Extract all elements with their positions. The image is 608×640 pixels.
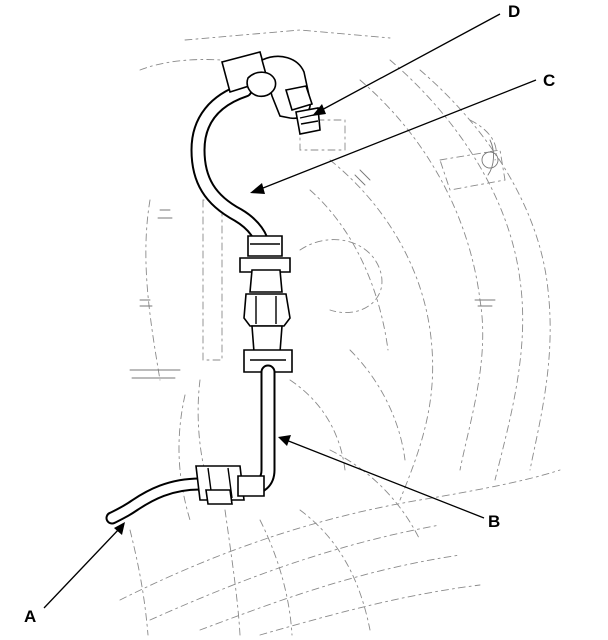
callout-label-d: D [508, 2, 520, 21]
callout-label-c: C [543, 71, 555, 90]
bottom-clamp [195, 465, 265, 505]
callout-label-a: A [24, 607, 36, 626]
engine-background-sketch [119, 29, 561, 636]
hose-a [105, 477, 207, 525]
leader-line-a [43, 522, 125, 609]
leader-line-b [278, 435, 485, 519]
leader-line-c [250, 79, 537, 194]
hose-c [190, 82, 270, 253]
leader-line-d [312, 13, 501, 116]
hose-fittings [239, 235, 293, 373]
callout-label-b: B [488, 512, 500, 531]
valve-d [221, 51, 321, 135]
